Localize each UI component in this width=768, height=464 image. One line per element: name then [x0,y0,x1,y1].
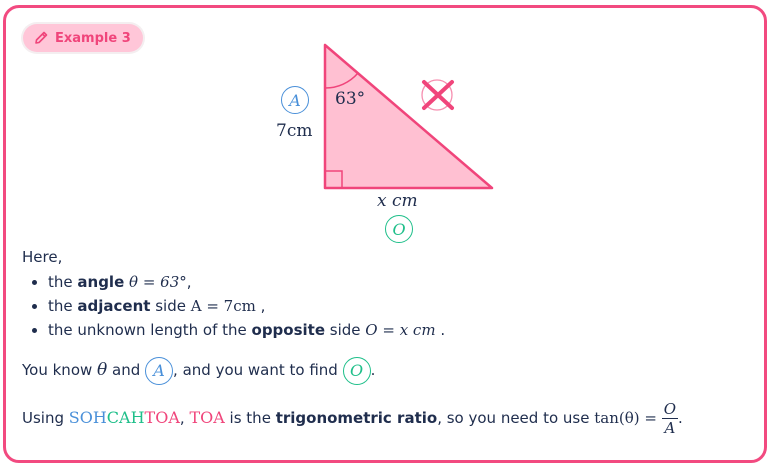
triangle [323,43,494,190]
know-sentence: You know θ and A, and you want to find O… [22,356,375,385]
angle-arc [324,72,359,89]
opposite-circle: O [342,356,371,385]
opposite-length: x cm [377,191,418,211]
opposite-symbol: O [385,215,413,243]
angle-label: 63° [335,89,366,109]
badge-label: Example 3 [55,30,131,46]
adjacent-symbol: A [281,86,309,114]
bullet-angle: the angle θ = 63°, [48,270,445,294]
bullet-adjacent: the adjacent side A = 7cm , [48,294,445,318]
given-list: the angle θ = 63°, the adjacent side A =… [22,270,445,342]
pencil-icon [35,31,48,44]
using-sentence: Using SOHCAHTOA, TOA is the trigonometri… [22,400,683,437]
adjacent-circle: A [145,356,174,385]
here-text: Here, [22,248,63,266]
adjacent-length: 7cm [276,121,313,141]
example-card [3,5,767,463]
crossed-hypotenuse-icon [421,79,454,111]
example-badge: Example 3 [23,24,143,52]
right-angle-marker [324,170,343,189]
bullet-opposite: the unknown length of the opposite side … [48,318,445,342]
